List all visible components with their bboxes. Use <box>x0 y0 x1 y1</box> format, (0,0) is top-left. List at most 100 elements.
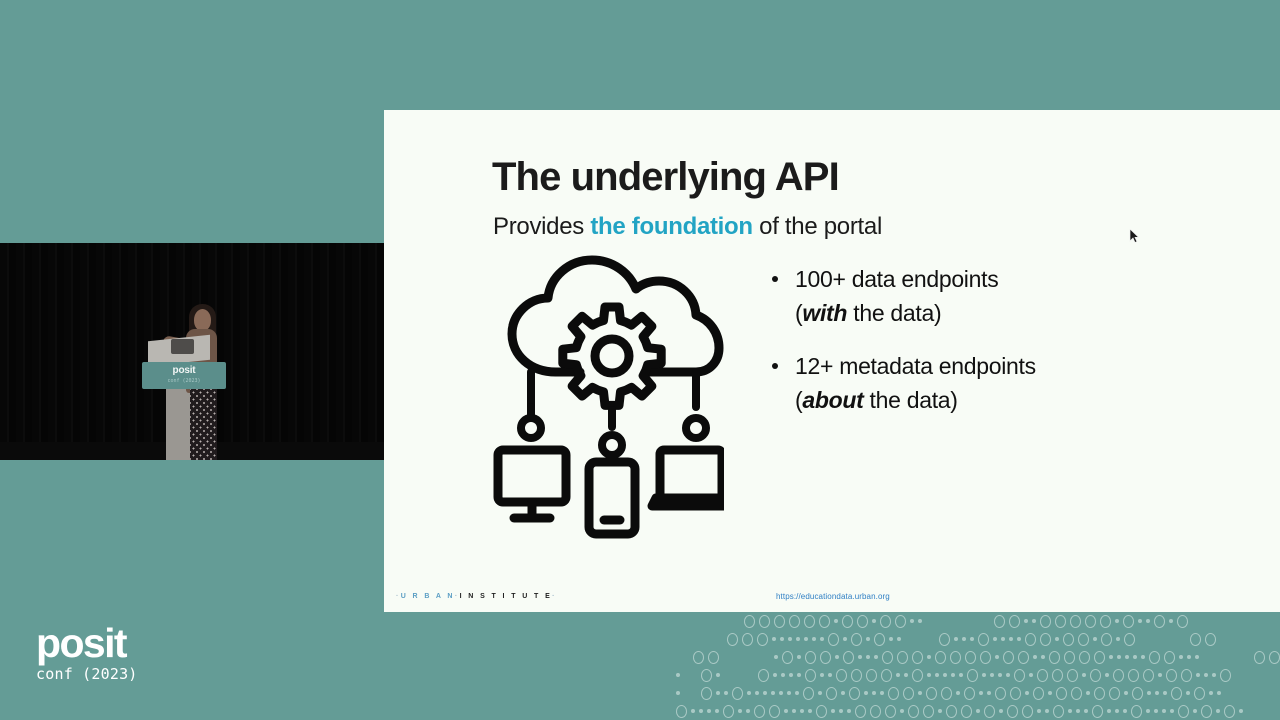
posit-conf-year: conf (2023) <box>36 665 138 683</box>
pattern-dot <box>1115 709 1119 713</box>
pattern-ring <box>1164 650 1175 664</box>
pattern-dot <box>1155 691 1159 695</box>
pattern-dot <box>818 691 822 695</box>
pattern-ring <box>1040 614 1051 628</box>
pattern-ring <box>842 614 853 628</box>
pattern-ring <box>880 614 891 628</box>
pattern-dot <box>1212 673 1216 677</box>
bullet-paren-open: ( <box>795 387 803 413</box>
pattern-row <box>676 666 1280 684</box>
pattern-dot <box>755 691 759 695</box>
pattern-ring <box>803 686 814 700</box>
pattern-ring <box>1003 650 1014 664</box>
pattern-ring <box>946 704 957 718</box>
pattern-dot <box>839 709 843 713</box>
pattern-dot <box>1217 691 1221 695</box>
pattern-gap <box>1203 655 1216 659</box>
pattern-ring <box>888 686 899 700</box>
pattern-dot <box>781 673 785 677</box>
pattern-dot <box>820 673 824 677</box>
pattern-dot <box>1179 655 1183 659</box>
pattern-ring <box>903 686 914 700</box>
pattern-dot <box>956 691 960 695</box>
pattern-dot <box>935 673 939 677</box>
pattern-ring <box>828 632 839 646</box>
pattern-dot <box>1196 673 1200 677</box>
pattern-ring <box>723 704 734 718</box>
pattern-ring <box>941 686 952 700</box>
speaker-video-thumbnail[interactable]: posit conf (2023) <box>0 243 384 460</box>
pattern-dot <box>880 691 884 695</box>
decorative-dot-pattern <box>676 612 1280 720</box>
pattern-row <box>676 702 1280 720</box>
pattern-ring <box>994 614 1005 628</box>
pattern-dot <box>1125 655 1129 659</box>
pattern-ring <box>1132 686 1143 700</box>
pattern-ring <box>882 650 893 664</box>
pattern-dot <box>1146 709 1150 713</box>
pattern-dot <box>738 709 742 713</box>
pattern-dot <box>904 673 908 677</box>
slide-subtitle: Provides the foundation of the portal <box>493 213 882 241</box>
pattern-dot <box>954 637 958 641</box>
pattern-ring <box>758 668 769 682</box>
pattern-gap <box>676 637 689 641</box>
pattern-ring <box>774 614 785 628</box>
pattern-gap <box>905 637 918 641</box>
pattern-ring <box>1094 686 1105 700</box>
pattern-ring <box>885 704 896 718</box>
pattern-dot <box>1239 709 1243 713</box>
pattern-dot <box>1133 655 1137 659</box>
pattern-ring <box>1224 704 1235 718</box>
pattern-ring <box>935 650 946 664</box>
pattern-ring <box>978 632 989 646</box>
pattern-dot <box>774 655 778 659</box>
pattern-gap <box>710 637 723 641</box>
pattern-dot <box>1033 655 1037 659</box>
pattern-ring <box>908 704 919 718</box>
pattern-dot <box>841 691 845 695</box>
pattern-dot <box>804 637 808 641</box>
pattern-dot <box>1024 619 1028 623</box>
pattern-dot <box>1170 709 1174 713</box>
pattern-dot <box>927 673 931 677</box>
pattern-ring <box>1040 632 1051 646</box>
pattern-gap <box>693 619 706 623</box>
pattern-dot <box>808 709 812 713</box>
pattern-gap <box>724 673 737 677</box>
pattern-dot <box>1195 655 1199 659</box>
pattern-dot <box>847 709 851 713</box>
bullet-line-2: (with the data) <box>795 296 1138 330</box>
pattern-ring <box>708 650 719 664</box>
pattern-ring <box>805 668 816 682</box>
cloud-gear-devices-icon <box>484 250 735 540</box>
pattern-ring <box>1178 704 1189 718</box>
pattern-ring <box>759 614 770 628</box>
pattern-dot <box>812 637 816 641</box>
pattern-ring <box>1177 614 1188 628</box>
pattern-dot <box>987 691 991 695</box>
pattern-dot <box>1124 691 1128 695</box>
posit-wordmark: posit <box>36 620 128 666</box>
pattern-ring <box>1092 704 1103 718</box>
pattern-ring <box>1269 650 1280 664</box>
pattern-dot <box>1116 637 1120 641</box>
pattern-gap <box>960 619 973 623</box>
pattern-row <box>676 612 1280 630</box>
podium-sign-subtitle: conf (2023) <box>167 378 201 384</box>
pattern-dot <box>1204 673 1208 677</box>
pattern-ring <box>1143 668 1154 682</box>
logo-dot-left: · <box>396 593 401 600</box>
logo-word-institute: I N S T I T U T E <box>459 593 553 600</box>
pattern-ring <box>964 686 975 700</box>
slide-footer-url[interactable]: https://educationdata.urban.org <box>776 592 890 601</box>
pattern-dot <box>773 673 777 677</box>
pattern-ring <box>984 704 995 718</box>
pattern-ring <box>895 614 906 628</box>
pattern-ring <box>1128 668 1139 682</box>
pattern-dot <box>716 691 720 695</box>
pattern-ring <box>1123 614 1134 628</box>
pattern-dot <box>789 673 793 677</box>
speaker-skirt <box>190 389 217 460</box>
pattern-dot <box>1082 673 1086 677</box>
